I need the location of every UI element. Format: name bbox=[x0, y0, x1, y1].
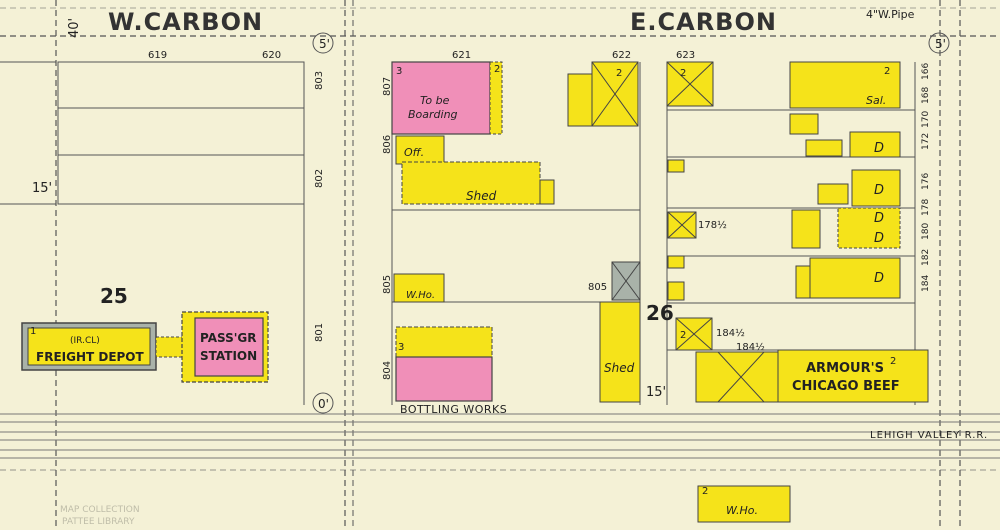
lot-182: 182 bbox=[921, 249, 931, 266]
block-number-26: 26 bbox=[646, 301, 674, 325]
library-stamp: MAP COLLECTION PATTEE LIBRARY bbox=[60, 505, 140, 527]
armour-label-1: ARMOUR'S bbox=[806, 361, 884, 376]
right-block-buildings bbox=[666, 61, 929, 523]
bottling-works bbox=[395, 326, 493, 402]
story-count: 2 bbox=[884, 66, 890, 77]
boarding-house bbox=[391, 61, 503, 135]
width-5-right: 5' bbox=[935, 37, 946, 51]
width-40: 40' bbox=[67, 18, 82, 38]
story-count: 2 bbox=[702, 486, 708, 497]
lot-184-half-b: 184½ bbox=[736, 341, 765, 353]
lot-807: 807 bbox=[382, 77, 393, 96]
lot-180: 180 bbox=[921, 223, 931, 240]
passenger-label-2: STATION bbox=[200, 349, 257, 363]
bottling-works-label: BOTTLING WORKS bbox=[400, 403, 507, 416]
story-count: 2 bbox=[680, 68, 686, 79]
lot-168: 168 bbox=[921, 87, 931, 104]
labels: W.CARBON E.CARBON 4"W.Pipe LEHIGH VALLEY… bbox=[30, 8, 988, 517]
railroad-label: LEHIGH VALLEY R.R. bbox=[870, 430, 988, 441]
lot-176: 176 bbox=[921, 173, 931, 190]
lot-172: 172 bbox=[921, 133, 931, 150]
dwelling-label-1: D bbox=[874, 141, 884, 156]
lot-166: 166 bbox=[921, 63, 931, 80]
width-0: 0' bbox=[318, 397, 329, 411]
middle-top-buildings bbox=[567, 61, 639, 127]
office-and-shed bbox=[395, 135, 555, 205]
freight-depot-label: FREIGHT DEPOT bbox=[36, 350, 145, 364]
lot-619: 619 bbox=[148, 50, 167, 61]
saloon-label: Sal. bbox=[866, 94, 886, 107]
boarding-label-1: To be bbox=[420, 94, 450, 107]
story-count: 2 bbox=[494, 64, 500, 75]
lot-184: 184 bbox=[921, 275, 931, 292]
middle-shed bbox=[599, 261, 641, 403]
lot-178: 178 bbox=[921, 199, 931, 216]
lot-805-mid: 805 bbox=[588, 282, 607, 293]
width-15-mid: 15' bbox=[646, 385, 666, 400]
circle-markers bbox=[312, 32, 950, 414]
story-count: 2 bbox=[616, 68, 622, 79]
story-count: 2 bbox=[890, 356, 896, 367]
lot-804: 804 bbox=[382, 361, 393, 380]
left-block-lots bbox=[0, 61, 305, 405]
dwelling-label-3: D bbox=[874, 211, 884, 226]
lot-805: 805 bbox=[382, 275, 393, 294]
shed-label-1: Shed bbox=[466, 189, 497, 203]
boarding-label-2: Boarding bbox=[408, 108, 458, 121]
office-label: Off. bbox=[404, 146, 424, 159]
passenger-label-1: PASS'GR bbox=[200, 331, 257, 345]
width-5-left: 5' bbox=[319, 37, 330, 51]
shed-label-2: Shed bbox=[604, 361, 635, 375]
lot-802: 802 bbox=[314, 169, 325, 188]
story-count: 3 bbox=[396, 66, 402, 77]
lot-801: 801 bbox=[314, 323, 325, 342]
west-street-name: W.CARBON bbox=[108, 8, 263, 36]
warehouse-805 bbox=[393, 273, 445, 303]
dwelling-label-5: D bbox=[874, 271, 884, 286]
block-number-25: 25 bbox=[100, 284, 128, 308]
stamp-line-1: MAP COLLECTION bbox=[60, 505, 140, 515]
railroad-tracks bbox=[0, 413, 1000, 459]
stamp-line-2: PATTEE LIBRARY bbox=[62, 517, 135, 527]
lot-621: 621 bbox=[452, 50, 471, 61]
water-pipe-label: 4"W.Pipe bbox=[866, 8, 915, 21]
lot-623: 623 bbox=[676, 50, 695, 61]
lot-170: 170 bbox=[921, 111, 931, 128]
story-count: 3 bbox=[398, 342, 404, 353]
lot-803: 803 bbox=[314, 71, 325, 90]
warehouse-label-2: W.Ho. bbox=[726, 504, 758, 517]
dwelling-label-2: D bbox=[874, 183, 884, 198]
warehouse-label-1: W.Ho. bbox=[406, 290, 435, 301]
armour-label-2: CHICAGO BEEF bbox=[792, 379, 900, 394]
lot-178-half: 178½ bbox=[698, 219, 727, 231]
east-street-name: E.CARBON bbox=[630, 8, 777, 36]
freight-depot-note: (IR.CL) bbox=[70, 336, 100, 346]
lot-620: 620 bbox=[262, 50, 281, 61]
freight-depot bbox=[21, 322, 185, 371]
passenger-station bbox=[181, 311, 269, 383]
lot-806: 806 bbox=[382, 135, 393, 154]
story-count: 2 bbox=[680, 330, 686, 341]
story-count: 1 bbox=[30, 326, 36, 337]
width-15-left: 15' bbox=[32, 181, 52, 196]
lot-622: 622 bbox=[612, 50, 631, 61]
lot-184-half-a: 184½ bbox=[716, 327, 745, 339]
dwelling-label-4: D bbox=[874, 231, 884, 246]
